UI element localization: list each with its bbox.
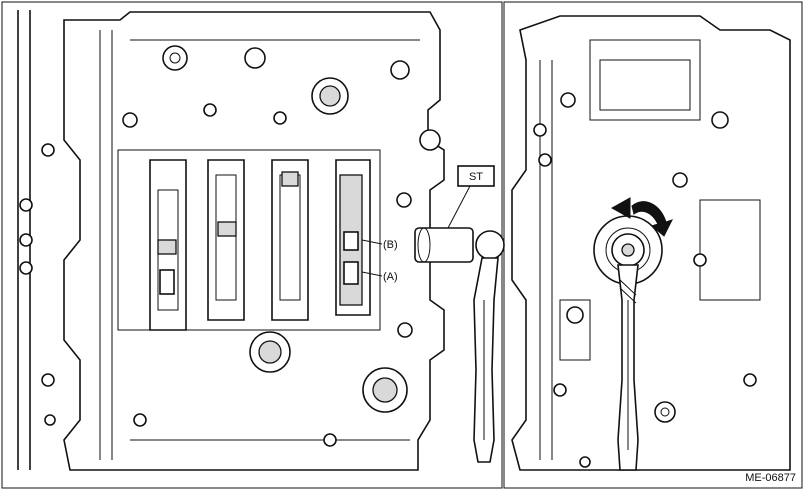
arrow-tip [610, 197, 631, 219]
block-outline [511, 15, 791, 471]
st-label-box [457, 165, 495, 187]
crank-webs [149, 159, 371, 331]
block-window [589, 39, 701, 121]
right-panel-frame [503, 1, 803, 489]
figure-code: ME-06877 [745, 472, 796, 484]
top-bosses [122, 45, 441, 151]
wrench [611, 233, 645, 471]
left-panel: ST (B) (A) [1, 1, 505, 489]
crankcase-flange [130, 39, 420, 441]
st-leader [447, 185, 471, 229]
curved-arrow-icon [631, 201, 673, 237]
st-label: ST [469, 171, 483, 183]
block-rib [539, 60, 553, 460]
special-tool [414, 185, 505, 463]
crank-marks [339, 174, 383, 306]
label-a: (A) [383, 271, 398, 283]
rod-bolts [157, 171, 299, 295]
tool-socket [414, 227, 474, 263]
block-bosses [533, 92, 757, 468]
ratchet-handle [473, 257, 499, 463]
right-panel: ME-06877 [503, 1, 803, 489]
lower-bosses [133, 192, 413, 447]
bearing-cavity [117, 149, 381, 331]
crankcase-rib [99, 30, 113, 460]
wrench-knurl [619, 279, 637, 304]
housing-bolts [19, 143, 56, 426]
label-b: (B) [383, 239, 398, 251]
crankcase-outline [63, 11, 445, 471]
ratchet-head [475, 230, 505, 260]
